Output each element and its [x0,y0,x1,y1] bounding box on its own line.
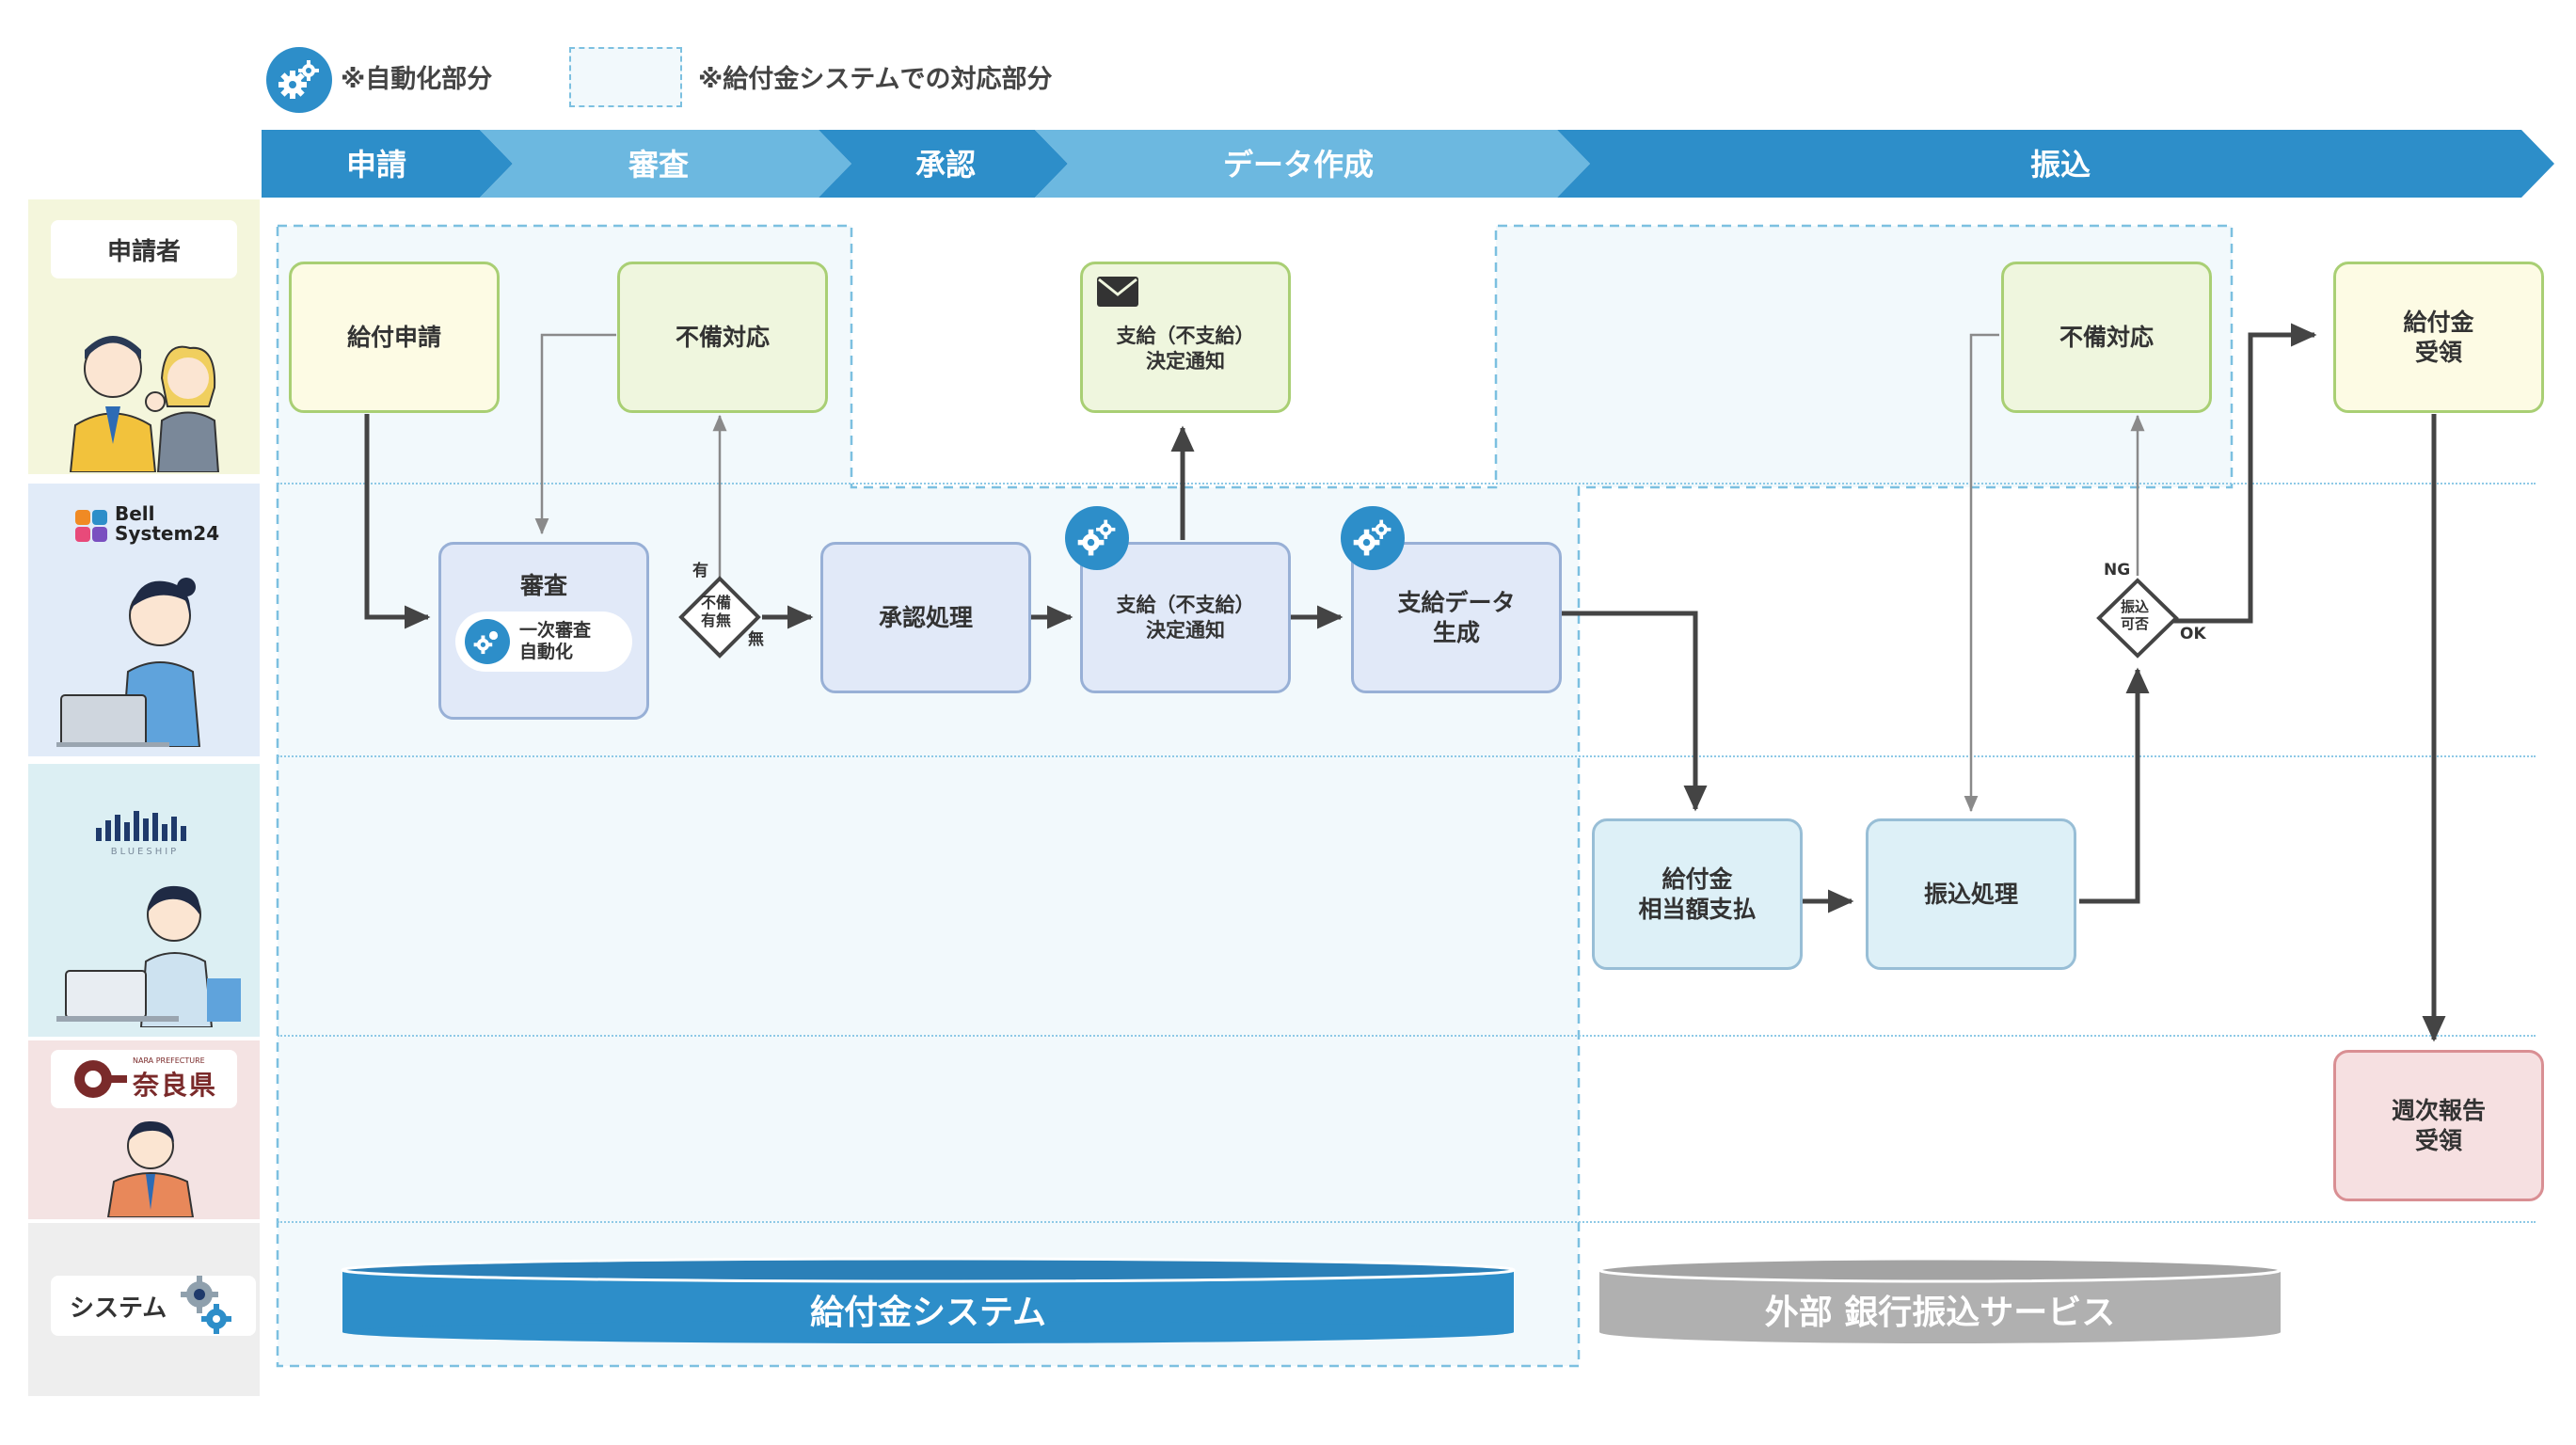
data-gen-gear-icon [1341,506,1405,570]
mail-icon [1097,277,1138,307]
lane-separator-1 [278,483,2536,484]
auto-review-chip: 一次審査 自動化 [455,611,632,673]
node-transfer[interactable]: 振込処理 [1866,818,2076,970]
transfer-check-diamond [2096,578,2179,659]
incomplete-check-diamond [678,576,761,659]
auto-review-gear-icon [465,619,510,665]
node-notice-top-label: 支給（不支給） 決定通知 [1116,325,1255,373]
phase-apply-chevron [262,130,513,198]
system-lane-label: システム [70,1294,167,1323]
transfer-ok-label: 振込 可否 [2121,598,2150,632]
lane-applicant: 申請者 [28,199,260,474]
applicant-people-icon [69,336,220,472]
system-gear-icon [181,1276,231,1334]
phase-review-chevron [480,130,851,198]
node-apply[interactable]: 給付申請 [289,262,500,413]
bank-service-db [1598,1257,2282,1343]
official-person-icon [106,1120,195,1217]
phase-data-chevron [1035,130,1590,198]
blueship-logo-text: BLUESHIP [110,847,180,857]
phase-approve-chevron [819,130,1068,198]
notice-mid-gear-icon [1065,506,1129,570]
phase-transfer-chevron [1557,130,2554,198]
node-review[interactable]: 審査 一次審査 自動化 [438,542,649,720]
bellsystem-logo-icon [75,510,107,542]
phase-transfer-label: 振込 [2029,147,2091,183]
phase-review-label: 審査 [628,147,689,183]
phase-data-label: データ作成 [1222,147,1374,183]
lane-blueship: BLUESHIP [28,764,260,1037]
legend-system-area: ※給付金システムでの対応部分 [698,65,1053,94]
legend-automation: ※自動化部分 [341,65,493,94]
phase-bar [262,130,2554,198]
phase-approve-label: 承認 [914,147,976,183]
lane-bellsystem: Bell System24 [28,484,260,756]
node-incomplete-2[interactable]: 不備対応 [2001,262,2212,413]
node-approve[interactable]: 承認処理 [820,542,1031,693]
bellsystem-logo-text: Bell System24 [115,502,220,545]
grant-system-label: 給付金システム [810,1294,1046,1332]
node-notice-mid[interactable]: 支給（不支給） 決定通知 [1080,542,1291,693]
lane-system: システム [28,1223,260,1396]
lane-separator-2 [278,755,2536,757]
node-notice-top[interactable]: 支給（不支給） 決定通知 [1080,262,1291,413]
edge-label-ng: NG [2104,561,2131,580]
phase-apply-label: 申請 [345,147,406,183]
node-weekly-report[interactable]: 週次報告 受領 [2333,1050,2544,1201]
blueship-logo-icon [96,811,186,841]
legend-system-area-swatch [569,47,682,107]
automation-gear-icon [266,47,332,113]
edge-label-ok: OK [2180,625,2206,643]
grant-system-db [341,1257,1516,1343]
nara-logo-box: NARA PREFECTURE 奈良県 [51,1050,237,1108]
bank-service-label: 外部 銀行振込サービス [1764,1294,2116,1332]
node-payment[interactable]: 給付金 相当額支払 [1592,818,1803,970]
node-review-label: 審査 [519,572,567,599]
lane-separator-4 [278,1221,2536,1223]
nara-emblem-icon [73,1060,127,1098]
node-receive[interactable]: 給付金 受領 [2333,262,2544,413]
operator-person-icon [56,578,201,747]
nara-label: 奈良県 [132,1069,217,1101]
lane-nara: NARA PREFECTURE 奈良県 [28,1040,260,1219]
check-incomplete-label: 不備 有無 [701,594,732,630]
lane-applicant-label: 申請者 [51,220,237,278]
edge-label-yes: 有 [692,562,708,580]
nara-small-label: NARA PREFECTURE [132,1056,205,1065]
lane-separator-3 [278,1035,2536,1037]
worker-person-icon [56,885,241,1027]
node-incomplete-1[interactable]: 不備対応 [617,262,828,413]
edge-label-no: 無 [748,630,764,649]
auto-review-label: 一次審査 自動化 [519,620,592,663]
